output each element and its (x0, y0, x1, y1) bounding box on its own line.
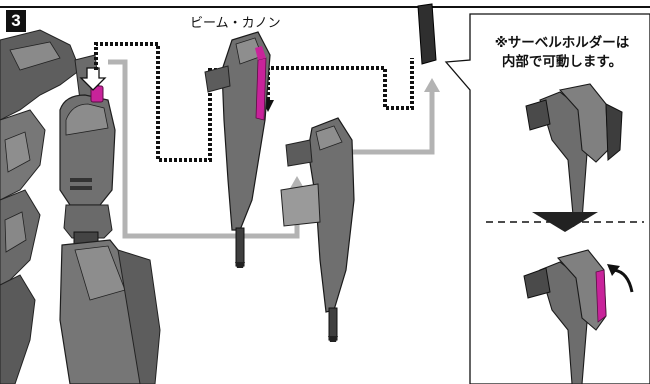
stand-bar (417, 3, 437, 65)
beam-cannon-lower (280, 117, 355, 342)
beam-cannon-label: ビーム・カノン (190, 16, 281, 31)
beam-cannon-upper (204, 31, 271, 268)
holder-detail-after (523, 249, 634, 384)
down-triangle-icon (532, 212, 598, 232)
saber-holder-note: ※サーベルホルダーは 内部で可動します。 (474, 34, 650, 72)
note-line-1: ※サーベルホルダーは (494, 35, 630, 51)
note-line-2: 内部で可動します。 (501, 54, 623, 70)
callout-panel (444, 13, 650, 384)
step-number-badge: 3 (6, 10, 26, 32)
holder-detail-before (525, 83, 623, 228)
mobile-suit-body (0, 29, 161, 384)
